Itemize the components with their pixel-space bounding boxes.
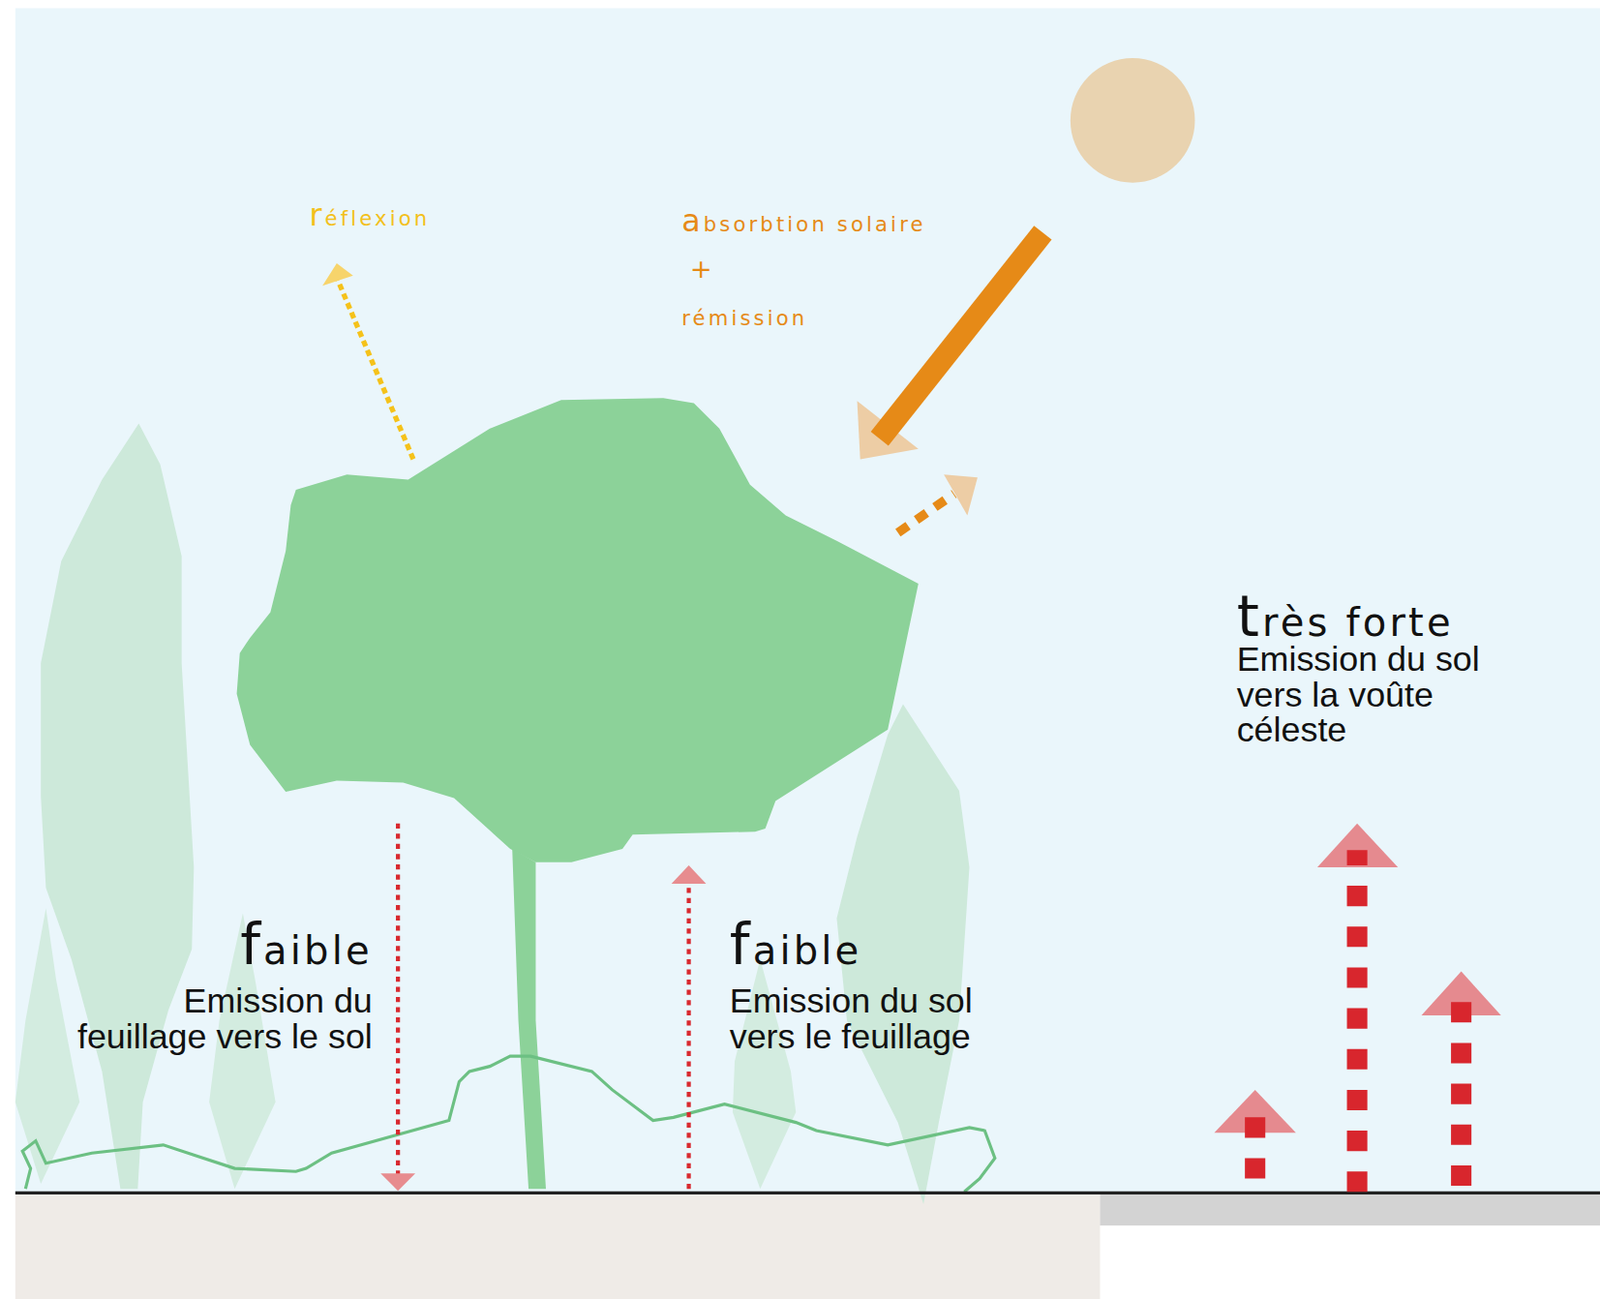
paved-ground [1099, 1193, 1600, 1226]
emission-arrow [395, 823, 400, 1177]
intensity-heading: faible [66, 916, 373, 974]
reflection-arrow [336, 277, 414, 460]
intensity-heading: très forte [1237, 587, 1584, 645]
intensity-heading: faible [729, 916, 1036, 974]
sky [15, 7, 1600, 1194]
emission-description: Emission du sol vers la voûte céleste [1237, 640, 1487, 749]
solar-ray-arrow [879, 232, 1044, 439]
emission-description: Emission du feuillage vers le sol [66, 982, 373, 1055]
reflection-label: réflexion [308, 200, 514, 232]
sun [1070, 58, 1196, 183]
arrow-head [380, 1173, 416, 1191]
emission-description: Emission du sol vers le feuillage [729, 982, 996, 1055]
arrow-head [943, 474, 978, 515]
tree-foliage [237, 397, 919, 863]
arrow-head [322, 263, 354, 286]
arrow-head [671, 865, 707, 884]
remission-arrow [898, 493, 955, 533]
remission-label: rémission [681, 307, 886, 329]
emission-arrow [686, 883, 691, 1189]
emission-arrow [1347, 849, 1368, 1192]
emission-arrow [1450, 996, 1472, 1186]
ground-vegetation [22, 1056, 996, 1192]
emission-arrow [1244, 1115, 1266, 1178]
tree-trunk [512, 848, 546, 1189]
absorption-label: absorbtion solaire [681, 206, 1008, 238]
plus-sign: + [690, 255, 731, 282]
ground-soil [15, 1193, 1101, 1299]
background-tree [15, 907, 80, 1184]
